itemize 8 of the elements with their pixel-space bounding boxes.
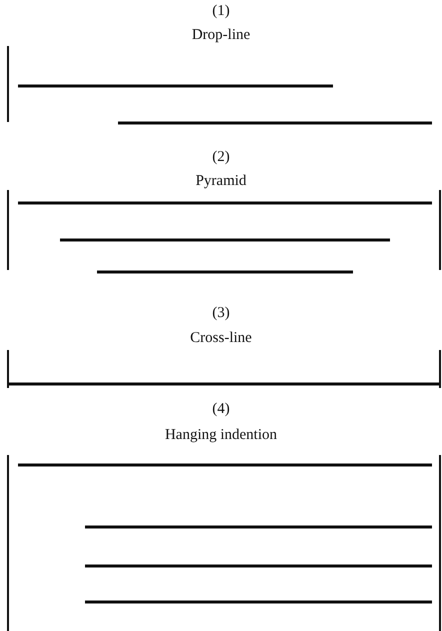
style-name: Cross-line (190, 329, 252, 347)
style-name: Hanging indention (164, 426, 278, 444)
section-number: (1) (212, 2, 230, 20)
section-number: (4) (212, 400, 230, 418)
style-name: Pyramid (196, 172, 246, 190)
style-name: Drop-line (192, 26, 250, 44)
section-number: (2) (212, 148, 230, 166)
section-number: (3) (212, 304, 230, 322)
